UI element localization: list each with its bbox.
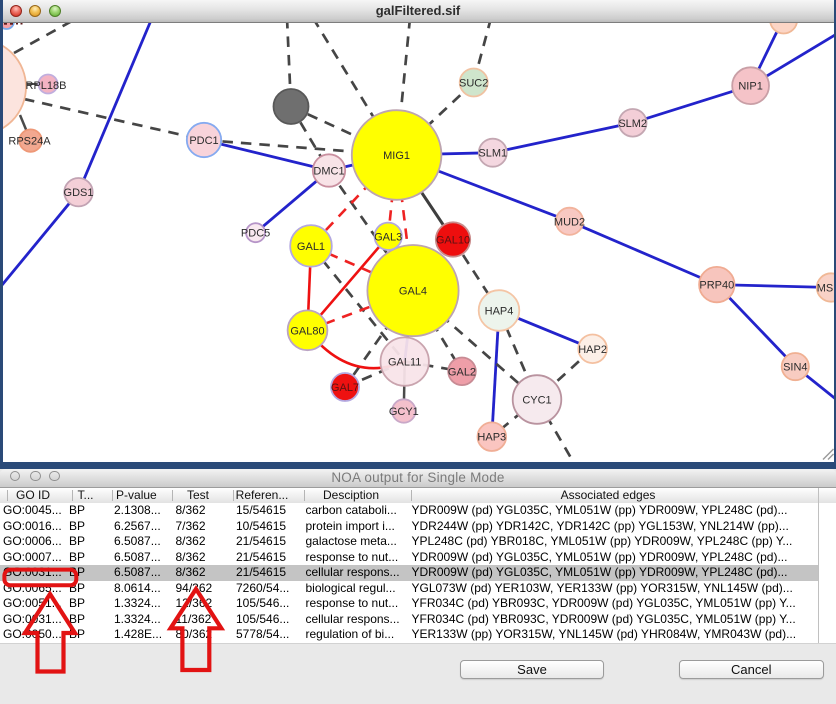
svg-text:DMC1: DMC1 bbox=[313, 166, 344, 178]
svg-text:PRP40: PRP40 bbox=[699, 280, 734, 292]
svg-text:HAP2: HAP2 bbox=[578, 344, 607, 356]
svg-text:RPS24A: RPS24A bbox=[8, 136, 51, 148]
svg-text:GAL80: GAL80 bbox=[290, 325, 324, 337]
svg-text:GCY1: GCY1 bbox=[389, 406, 419, 418]
svg-text:GDS1: GDS1 bbox=[64, 187, 94, 199]
svg-text:GAL4: GAL4 bbox=[399, 286, 427, 298]
svg-text:GAL3: GAL3 bbox=[374, 231, 402, 243]
svg-text:SLM1: SLM1 bbox=[478, 148, 507, 160]
svg-text:GAL11: GAL11 bbox=[388, 357, 421, 369]
svg-text:NIP1: NIP1 bbox=[738, 81, 762, 93]
svg-text:HAP4: HAP4 bbox=[485, 306, 514, 318]
svg-text:RPL18B: RPL18B bbox=[26, 80, 67, 92]
svg-text:MUD2: MUD2 bbox=[554, 216, 585, 228]
svg-text:GAL7: GAL7 bbox=[331, 382, 359, 394]
svg-text:GAL1: GAL1 bbox=[297, 241, 325, 253]
svg-text:PDC1: PDC1 bbox=[189, 135, 218, 147]
svg-text:GAL2: GAL2 bbox=[448, 366, 476, 378]
svg-text:HAP3: HAP3 bbox=[477, 432, 506, 444]
svg-text:GAL10: GAL10 bbox=[436, 235, 470, 247]
svg-text:SIN4: SIN4 bbox=[783, 362, 807, 374]
svg-text:MSN5: MSN5 bbox=[817, 283, 836, 295]
svg-text:SLM2: SLM2 bbox=[618, 118, 647, 130]
svg-text:SUC2: SUC2 bbox=[459, 78, 488, 90]
svg-text:MIG1: MIG1 bbox=[383, 150, 410, 162]
svg-text:PDC5: PDC5 bbox=[241, 228, 270, 240]
svg-text:CYC1: CYC1 bbox=[522, 395, 551, 407]
